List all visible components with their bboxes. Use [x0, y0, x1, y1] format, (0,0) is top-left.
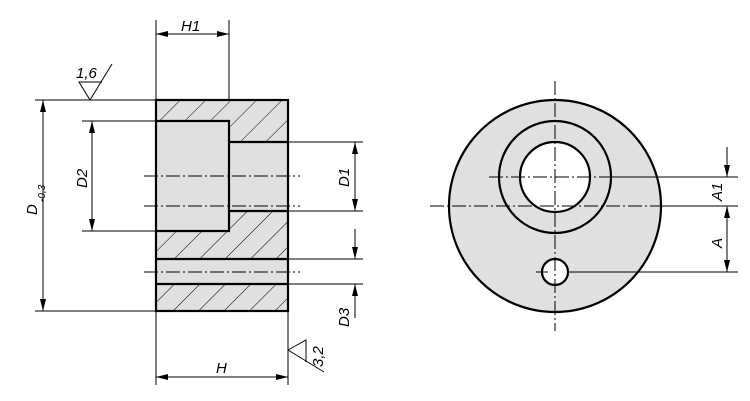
- dim-a: A: [709, 238, 726, 249]
- roughness-symbol-top: 1,6: [76, 63, 113, 101]
- svg-text:3,2: 3,2: [310, 345, 327, 367]
- svg-text:1,6: 1,6: [76, 65, 98, 82]
- dim-d3: D3: [336, 307, 353, 327]
- dim-d: D: [24, 204, 41, 215]
- dim-d2: D2: [74, 168, 91, 188]
- dim-d1: D1: [336, 168, 353, 187]
- dim-d-tolerance: -0,3: [37, 184, 48, 202]
- dim-h1: H1: [181, 18, 200, 35]
- roughness-symbol-side: 3,2: [287, 339, 327, 373]
- section-view: H1 H D -0,3 D2 D1 D3 1,6 3,2: [24, 18, 363, 385]
- dim-a1: A1: [709, 183, 726, 202]
- dim-h: H: [216, 360, 227, 377]
- end-view: A1 A: [430, 81, 738, 331]
